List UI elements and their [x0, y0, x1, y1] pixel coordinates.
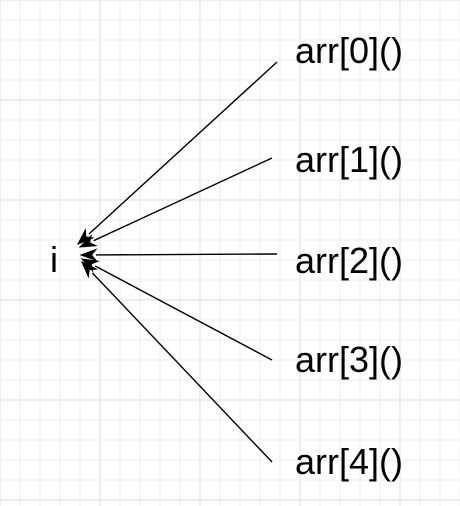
arrowhead-icon [78, 234, 98, 248]
node-arr-2[interactable]: arr[2]() [295, 240, 403, 281]
edge-arr-3-to-i[interactable] [94, 265, 273, 361]
edge-arr-2-to-i[interactable] [95, 253, 278, 256]
edge-arr-1-to-i[interactable] [93, 157, 273, 242]
node-arr-0[interactable]: arr[0]() [295, 30, 403, 71]
node-arr-3[interactable]: arr[3]() [295, 339, 403, 380]
arrowhead-icon [79, 248, 98, 262]
node-arr-4[interactable]: arr[4]() [295, 441, 403, 482]
node-i[interactable]: i [50, 239, 58, 280]
edge-arr-4-to-i[interactable] [91, 272, 273, 463]
arrowhead-icon [80, 260, 99, 279]
edges-layer [76, 61, 278, 463]
nodes-layer: i arr[0]() arr[1]() arr[2]() arr[3]() ar… [50, 30, 403, 482]
edge-arr-0-to-i[interactable] [88, 61, 278, 235]
node-arr-1[interactable]: arr[1]() [295, 139, 403, 180]
